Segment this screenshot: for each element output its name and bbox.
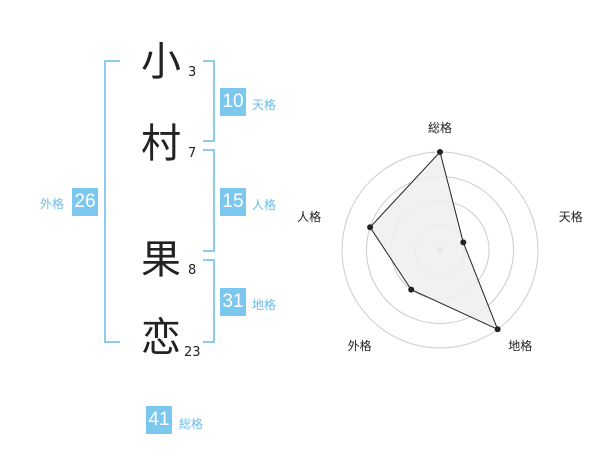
- radar-axis-label-2: 天格: [559, 209, 583, 224]
- chikaku-bracket: [203, 259, 215, 343]
- soukaku-label: 総格: [179, 417, 204, 431]
- chikaku-label: 地格: [252, 298, 277, 312]
- radar-point-1: [437, 149, 443, 155]
- stroke-count-1: 3: [188, 65, 197, 80]
- gaikaku-value-badge: 26: [72, 188, 98, 216]
- stroke-count-3: 8: [188, 263, 197, 278]
- stroke-count-4: 23: [184, 345, 201, 360]
- radar-axis-label-3: 地格: [508, 338, 532, 353]
- radar-axis-label-5: 人格: [297, 209, 321, 224]
- kanji-2: 村: [141, 121, 181, 167]
- kanji-1: 小: [141, 39, 181, 85]
- kanji-3: 果: [141, 237, 181, 283]
- soukaku-value-badge: 41: [146, 406, 172, 434]
- jinkaku-label: 人格: [252, 198, 277, 212]
- tenkaku-label: 天格: [252, 98, 277, 112]
- stroke-count-2: 7: [188, 146, 197, 161]
- chikaku-value-badge: 31: [220, 288, 246, 316]
- radar-axis-label-4: 外格: [348, 338, 372, 353]
- jinkaku-value-badge: 15: [220, 188, 246, 216]
- tenkaku-value-badge: 10: [220, 88, 246, 116]
- kanji-4: 恋: [141, 315, 181, 361]
- radar-area: [369, 150, 499, 331]
- radar-point-3: [494, 326, 501, 333]
- tenkaku-bracket: [203, 60, 215, 142]
- gaikaku-bracket: [104, 60, 120, 343]
- radar-point-4: [408, 286, 415, 293]
- radar-axis-label-1: 総格: [428, 120, 452, 135]
- gaikaku-label: 外格: [40, 197, 65, 211]
- jinkaku-bracket: [203, 149, 215, 252]
- radar-point-5: [367, 224, 374, 231]
- radar-point-2: [460, 239, 467, 246]
